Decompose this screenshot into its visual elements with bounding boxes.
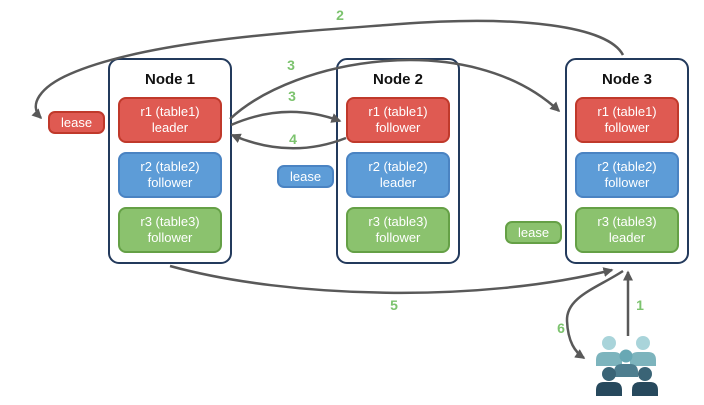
replica-role: leader	[379, 175, 417, 190]
replica-name: r2 (table2)	[140, 159, 200, 174]
node-3-replica-r1: r1 (table1) follower	[575, 97, 679, 143]
node-1: Node 1 r1 (table1) leader r2 (table2) fo…	[108, 58, 232, 264]
step-label-2: 2	[336, 7, 344, 23]
node-3: Node 3 r1 (table1) follower r2 (table2) …	[565, 58, 689, 264]
lease-badge-table3: lease	[505, 221, 563, 244]
node-1-replica-r3: r3 (table3) follower	[118, 207, 222, 253]
node-3-replica-r2: r2 (table2) follower	[575, 152, 679, 198]
node-3-title: Node 3	[601, 71, 652, 88]
replica-role: follower	[147, 175, 193, 190]
replica-role: leader	[151, 120, 189, 135]
node-2-replica-r2: r2 (table2) leader	[346, 152, 450, 198]
lease-badge-table2: lease	[277, 165, 335, 188]
replica-role: follower	[375, 230, 421, 245]
replica-name: r2 (table2)	[368, 159, 428, 174]
step-label-4: 4	[289, 131, 297, 147]
replica-name: r3 (table3)	[140, 214, 200, 229]
node-2-replica-r3: r3 (table3) follower	[346, 207, 450, 253]
replica-name: r1 (table1)	[597, 104, 657, 119]
replica-name: r3 (table3)	[597, 214, 657, 229]
clients-icon	[596, 336, 658, 396]
node-1-replica-r2: r2 (table2) follower	[118, 152, 222, 198]
arrow-step-3-node1-to-node2	[230, 110, 342, 127]
step-label-1: 1	[636, 297, 644, 313]
replica-role: follower	[604, 120, 650, 135]
step-label-3b: 3	[288, 88, 296, 104]
node-2-replica-r1: r1 (table1) follower	[346, 97, 450, 143]
replica-name: r3 (table3)	[368, 214, 428, 229]
step-label-3a: 3	[287, 57, 295, 73]
node-1-replica-r1: r1 (table1) leader	[118, 97, 222, 143]
node-3-replica-r3: r3 (table3) leader	[575, 207, 679, 253]
replica-role: follower	[604, 175, 650, 190]
replica-role: follower	[147, 230, 193, 245]
replica-role: follower	[375, 120, 421, 135]
arrow-step-5-node1-to-node3	[169, 264, 614, 295]
replica-name: r2 (table2)	[597, 159, 657, 174]
step-label-5: 5	[390, 297, 398, 313]
node-2-title: Node 2	[372, 71, 423, 88]
node-2: Node 2 r1 (table1) follower r2 (table2) …	[336, 58, 460, 264]
replica-name: r1 (table1)	[140, 104, 200, 119]
node-1-title: Node 1	[144, 71, 195, 88]
arrow-step-6-node3-to-clients	[565, 269, 624, 360]
lease-badge-table1: lease	[48, 111, 106, 134]
replica-role: leader	[608, 230, 646, 245]
replica-name: r1 (table1)	[368, 104, 428, 119]
step-label-6: 6	[557, 320, 565, 336]
